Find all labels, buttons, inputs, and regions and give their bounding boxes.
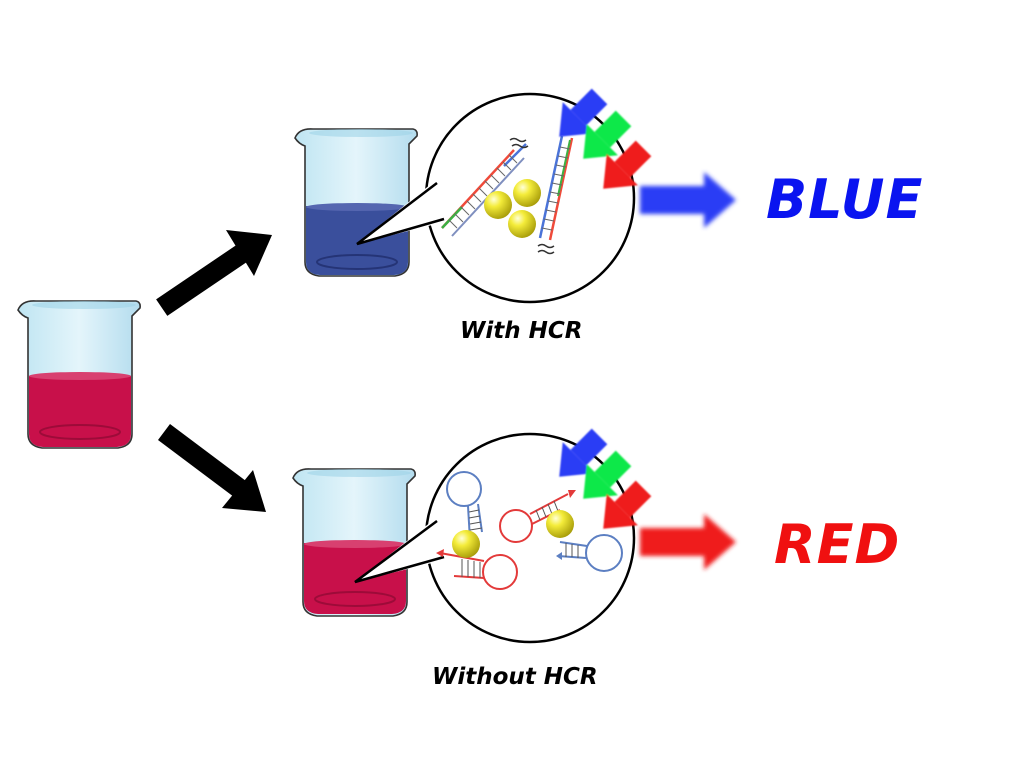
source-beaker — [17, 300, 141, 449]
top-beaker — [294, 128, 418, 277]
dna-hairpin-blue-right — [556, 534, 623, 572]
top-light-arrows-icon — [559, 88, 652, 189]
top-result-arrow-icon — [640, 172, 736, 228]
bottom-light-arrows-icon — [559, 428, 652, 529]
arrow-to-bottom-icon — [158, 424, 266, 512]
nanoparticle-icon — [452, 510, 574, 558]
red-result-label: RED — [774, 513, 901, 576]
bottom-solution — [304, 543, 406, 614]
source-solution — [29, 376, 131, 447]
without-hcr-caption: Without HCR — [432, 664, 598, 690]
with-hcr-caption: With HCR — [460, 318, 583, 344]
bottom-result-arrow-icon — [640, 514, 736, 570]
arrow-to-top-icon — [156, 230, 272, 316]
blue-result-label: BLUE — [766, 168, 924, 231]
bottom-beaker — [292, 468, 416, 617]
dna-duplex-right — [537, 135, 574, 255]
nanoparticle-icon — [484, 179, 541, 238]
bottom-zoom-bubble — [354, 432, 636, 644]
